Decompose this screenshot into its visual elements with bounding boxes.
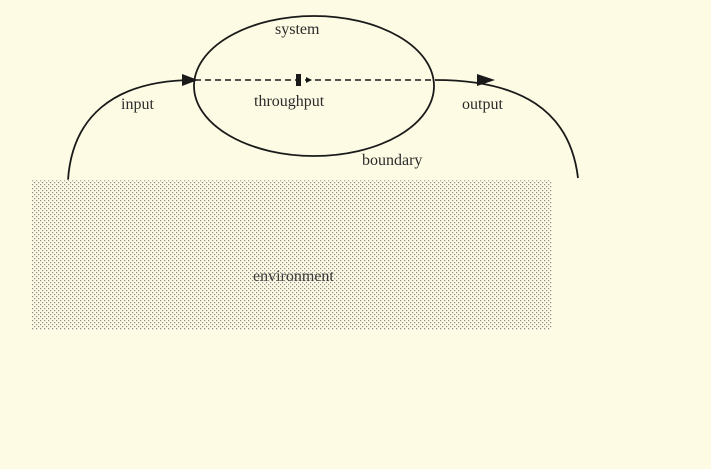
throughput-label: throughput bbox=[254, 93, 325, 110]
portrait-photo bbox=[290, 167, 711, 469]
throughput-arrowhead-icon bbox=[306, 77, 312, 83]
output-arrowhead-icon bbox=[477, 74, 495, 86]
input-label: input bbox=[121, 96, 154, 113]
boundary-label: boundary bbox=[362, 152, 422, 169]
input-arrowhead-icon bbox=[182, 74, 198, 86]
output-label: output bbox=[462, 96, 503, 113]
output-arrow-line bbox=[434, 79, 579, 179]
environment-label: environment bbox=[253, 268, 334, 285]
system-label: system bbox=[275, 21, 320, 38]
input-arrow-line bbox=[67, 79, 196, 181]
throughput-marker-icon bbox=[296, 74, 301, 86]
system-boundary-ellipse bbox=[193, 15, 435, 157]
